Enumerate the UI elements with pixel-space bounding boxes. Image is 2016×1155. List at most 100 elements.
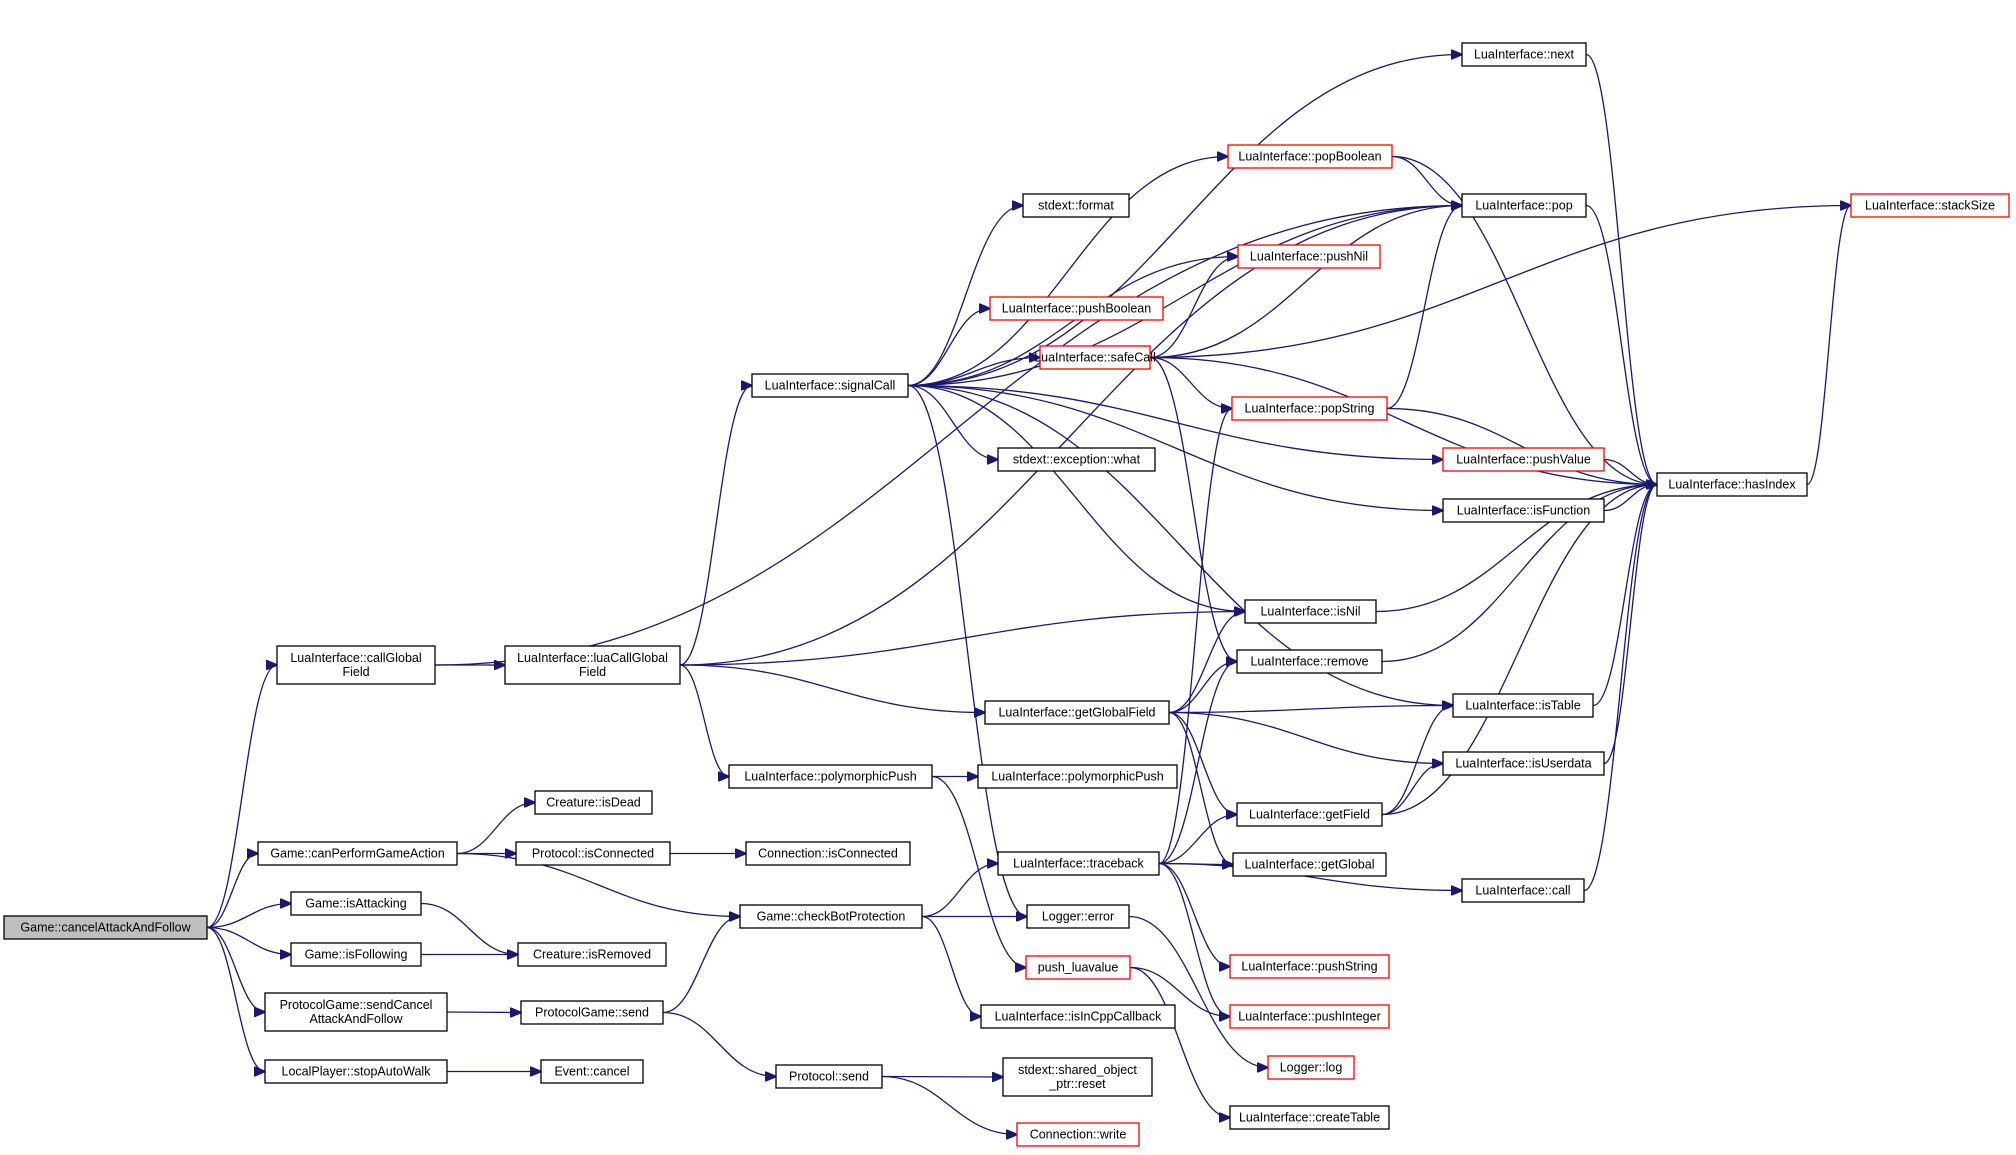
- node-protocol-is-connected[interactable]: Protocol::isConnected: [515, 841, 671, 866]
- edge-can-perform-game-action-to-check-bot-protection: [456, 852, 740, 917]
- edge-protocol-game-send-to-protocol-send: [662, 1011, 776, 1077]
- node-traceback[interactable]: LuaInterface::traceback: [997, 851, 1160, 876]
- node-label: LuaInterface::luaCallGlobal: [517, 651, 668, 665]
- node-label: LuaInterface::traceback: [1013, 857, 1144, 871]
- node-push-value[interactable]: LuaInterface::pushValue: [1442, 447, 1605, 472]
- node-create-table[interactable]: LuaInterface::createTable: [1229, 1105, 1390, 1130]
- node-get-global[interactable]: LuaInterface::getGlobal: [1232, 852, 1387, 877]
- node-label: LuaInterface::hasIndex: [1668, 478, 1796, 492]
- node-get-field[interactable]: LuaInterface::getField: [1236, 802, 1383, 827]
- node-exception-what[interactable]: stdext::exception::what: [997, 447, 1156, 472]
- node-label: LuaInterface::polymorphicPush: [991, 770, 1163, 784]
- node-stop-auto-walk[interactable]: LocalPlayer::stopAutoWalk: [264, 1059, 448, 1084]
- node-push-nil[interactable]: LuaInterface::pushNil: [1237, 244, 1381, 269]
- edge-line: [206, 926, 291, 955]
- node-remove[interactable]: LuaInterface::remove: [1236, 649, 1383, 674]
- edge-pop-string-to-pop: [1386, 206, 1462, 410]
- node-push-string[interactable]: LuaInterface::pushString: [1229, 954, 1390, 979]
- edge-lua-call-global-field-to-is-nil: [679, 612, 1245, 666]
- node-box: [1461, 193, 1587, 218]
- edge-safe-call-to-pop-string: [1149, 356, 1232, 409]
- edge-signal-call-to-logger-error: [907, 384, 1027, 917]
- node-check-bot-protection[interactable]: Game::checkBotProtection: [739, 904, 923, 929]
- node-signal-call[interactable]: LuaInterface::signalCall: [751, 373, 909, 398]
- node-protocol-send[interactable]: Protocol::send: [775, 1064, 883, 1089]
- node-is-nil[interactable]: LuaInterface::isNil: [1244, 599, 1377, 624]
- node-safe-call[interactable]: LuaInterface::safeCall: [1034, 345, 1156, 370]
- node-box: [728, 764, 933, 789]
- edge-cancel-attack-and-follow-to-is-following: [206, 926, 291, 955]
- edge-safe-call-to-push-nil: [1149, 257, 1238, 359]
- node-format[interactable]: stdext::format: [1022, 193, 1130, 218]
- edge-line: [1158, 862, 1230, 967]
- node-event-cancel[interactable]: Event::cancel: [540, 1059, 644, 1084]
- node-connection-is-connected[interactable]: Connection::isConnected: [745, 841, 911, 866]
- node-label: LuaInterface::pushValue: [1456, 453, 1591, 467]
- node-label: Field: [579, 665, 606, 679]
- node-has-index[interactable]: LuaInterface::hasIndex: [1656, 472, 1808, 497]
- node-logger-log[interactable]: Logger::log: [1267, 1055, 1355, 1080]
- edge-line: [1391, 155, 1462, 206]
- node-protocol-game-send[interactable]: ProtocolGame::send: [520, 1000, 664, 1025]
- edge-line: [1603, 485, 1657, 765]
- node-next[interactable]: LuaInterface::next: [1461, 42, 1587, 67]
- node-box: [1442, 751, 1605, 776]
- node-is-following[interactable]: Game::isFollowing: [290, 942, 422, 967]
- edge-line: [1149, 206, 1462, 359]
- edge-line: [921, 915, 981, 1017]
- nodes-layer: Game::cancelAttackAndFollowLuaInterface:…: [3, 42, 2010, 1147]
- node-get-global-field[interactable]: LuaInterface::getGlobalField: [984, 700, 1170, 725]
- node-pop-boolean[interactable]: LuaInterface::popBoolean: [1227, 144, 1393, 169]
- node-connection-write[interactable]: Connection::write: [1016, 1122, 1140, 1147]
- node-is-table[interactable]: LuaInterface::isTable: [1452, 693, 1594, 718]
- node-polymorphic-push1[interactable]: LuaInterface::polymorphicPush: [728, 764, 933, 789]
- edge-line: [1149, 356, 1232, 409]
- node-pop-string[interactable]: LuaInterface::popString: [1231, 396, 1388, 421]
- node-is-function[interactable]: LuaInterface::isFunction: [1442, 498, 1605, 523]
- node-polymorphic-push2[interactable]: LuaInterface::polymorphicPush: [977, 764, 1178, 789]
- edge-check-bot-protection-to-traceback: [921, 864, 998, 918]
- edge-lua-call-global-field-to-get-global-field: [679, 664, 985, 713]
- node-cancel-attack-and-follow[interactable]: Game::cancelAttackAndFollow: [3, 915, 208, 940]
- node-box: [989, 296, 1164, 321]
- edge-lua-call-global-field-to-pop: [679, 206, 1462, 666]
- node-stack-size[interactable]: LuaInterface::stackSize: [1850, 193, 2010, 218]
- node-is-attacking[interactable]: Game::isAttacking: [290, 891, 422, 916]
- node-label: LuaInterface::popBoolean: [1238, 150, 1381, 164]
- node-label: Creature::isDead: [546, 796, 641, 810]
- node-push-luavalue[interactable]: push_luavalue: [1025, 955, 1131, 980]
- edge-signal-call-to-next: [907, 55, 1462, 387]
- node-box: [1002, 1057, 1153, 1097]
- node-label: LuaInterface::pushNil: [1250, 250, 1368, 264]
- node-shared-reset[interactable]: stdext::shared_object_ptr::reset: [1002, 1057, 1153, 1097]
- node-pop[interactable]: LuaInterface::pop: [1461, 193, 1587, 218]
- edge-line: [679, 206, 1462, 666]
- node-logger-error[interactable]: Logger::error: [1026, 904, 1130, 929]
- edge-signal-call-to-push-nil: [907, 257, 1238, 387]
- node-call[interactable]: LuaInterface::call: [1461, 878, 1585, 903]
- edge-line: [1149, 356, 1237, 662]
- node-label: LuaInterface::pop: [1475, 199, 1572, 213]
- node-box: [1026, 904, 1130, 929]
- node-is-in-cpp-callback[interactable]: LuaInterface::isInCppCallback: [980, 1004, 1176, 1029]
- edge-line: [679, 664, 985, 713]
- edge-line: [434, 206, 1462, 666]
- node-label: LuaInterface::pushBoolean: [1002, 302, 1151, 316]
- node-is-dead[interactable]: Creature::isDead: [534, 790, 653, 815]
- node-label: ProtocolGame::sendCancel: [280, 998, 433, 1012]
- node-label: LuaInterface::signalCall: [765, 379, 896, 393]
- edge-protocol-game-send-to-check-bot-protection: [662, 917, 740, 1014]
- node-can-perform-game-action[interactable]: Game::canPerformGameAction: [257, 841, 458, 866]
- edge-line: [907, 384, 1027, 917]
- node-push-integer[interactable]: LuaInterface::pushInteger: [1229, 1004, 1390, 1029]
- edge-cancel-attack-and-follow-to-can-perform-game-action: [206, 854, 258, 929]
- edge-signal-call-to-format: [907, 206, 1023, 387]
- node-label: stdext::format: [1038, 199, 1114, 213]
- node-push-boolean[interactable]: LuaInterface::pushBoolean: [989, 296, 1164, 321]
- edge-logger-error-to-logger-log: [1128, 915, 1268, 1068]
- node-is-removed[interactable]: Creature::isRemoved: [517, 942, 667, 967]
- node-is-userdata[interactable]: LuaInterface::isUserdata: [1442, 751, 1605, 776]
